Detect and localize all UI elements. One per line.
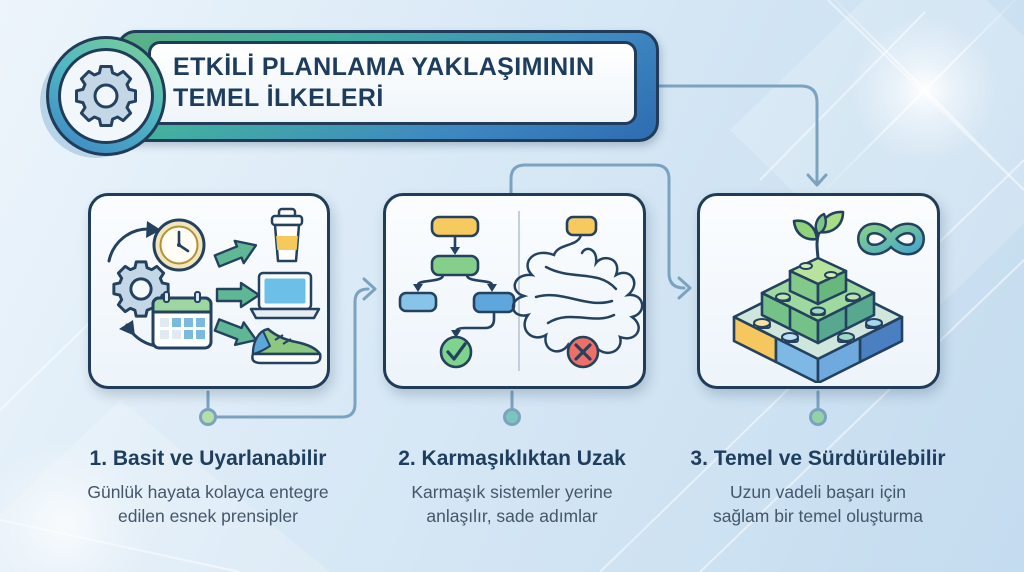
- coffee-cup-icon: [270, 207, 304, 263]
- brick-pyramid-icon: [732, 256, 904, 383]
- infinity-icon: [857, 222, 925, 256]
- arrow-right-icon: [677, 276, 692, 300]
- arrow-right-icons: [213, 239, 261, 347]
- gear-icon: [75, 65, 137, 127]
- foundation-growth-illustration: [732, 210, 925, 383]
- arrow-down-icon: [806, 173, 828, 187]
- page-title-line1: ETKİLİ PLANLAMA YAKLAŞIMININ: [173, 52, 595, 81]
- principle-2-title: 2. Karmaşıklıktan Uzak: [398, 447, 626, 470]
- simple-vs-complex-illustration: [398, 211, 643, 371]
- clock-icon: [152, 218, 206, 272]
- connector-header-to-card3: [649, 84, 819, 185]
- connector-card2-to-card3: [509, 163, 686, 290]
- tangle-icon: [511, 215, 643, 357]
- node-dot-2: [503, 408, 521, 426]
- principle-3-caption: 3. Temel ve Sürdürülebilir Uzun vadeli b…: [683, 447, 953, 528]
- principle-2-caption: 2. Karmaşıklıktan Uzak Karmaşık sistemle…: [377, 447, 647, 528]
- principle-1-title: 1. Basit ve Uyarlanabilir: [89, 447, 327, 470]
- connector-card1-to-card2: [214, 287, 370, 419]
- page-title-line2: TEMEL İLKELERİ: [173, 84, 384, 112]
- gear-badge: [46, 36, 166, 156]
- arrow-right-icon: [362, 277, 377, 301]
- node-dot-1: [199, 408, 217, 426]
- sprout-icon: [792, 210, 845, 260]
- laptop-icon: [249, 271, 321, 320]
- card-temel-ve-surdurulebilir: [697, 193, 940, 389]
- card-basit-ve-uyarlanabilir: [88, 193, 330, 389]
- check-circle-icon: [439, 335, 473, 369]
- daily-life-illustration: [107, 207, 322, 365]
- node-dot-3: [809, 408, 827, 426]
- sneaker-icon: [251, 327, 322, 365]
- cross-circle-icon: [566, 335, 600, 369]
- calendar-icon: [151, 291, 213, 350]
- principle-3-title: 3. Temel ve Sürdürülebilir: [690, 447, 946, 470]
- card-karmasikliktan-uzak: [383, 193, 646, 389]
- flowchart-icon: [398, 215, 516, 338]
- principle-1-caption: 1. Basit ve Uyarlanabilir Günlük hayata …: [73, 447, 343, 528]
- title-banner: ETKİLİ PLANLAMA YAKLAŞIMININ TEMEL İLKEL…: [148, 41, 637, 125]
